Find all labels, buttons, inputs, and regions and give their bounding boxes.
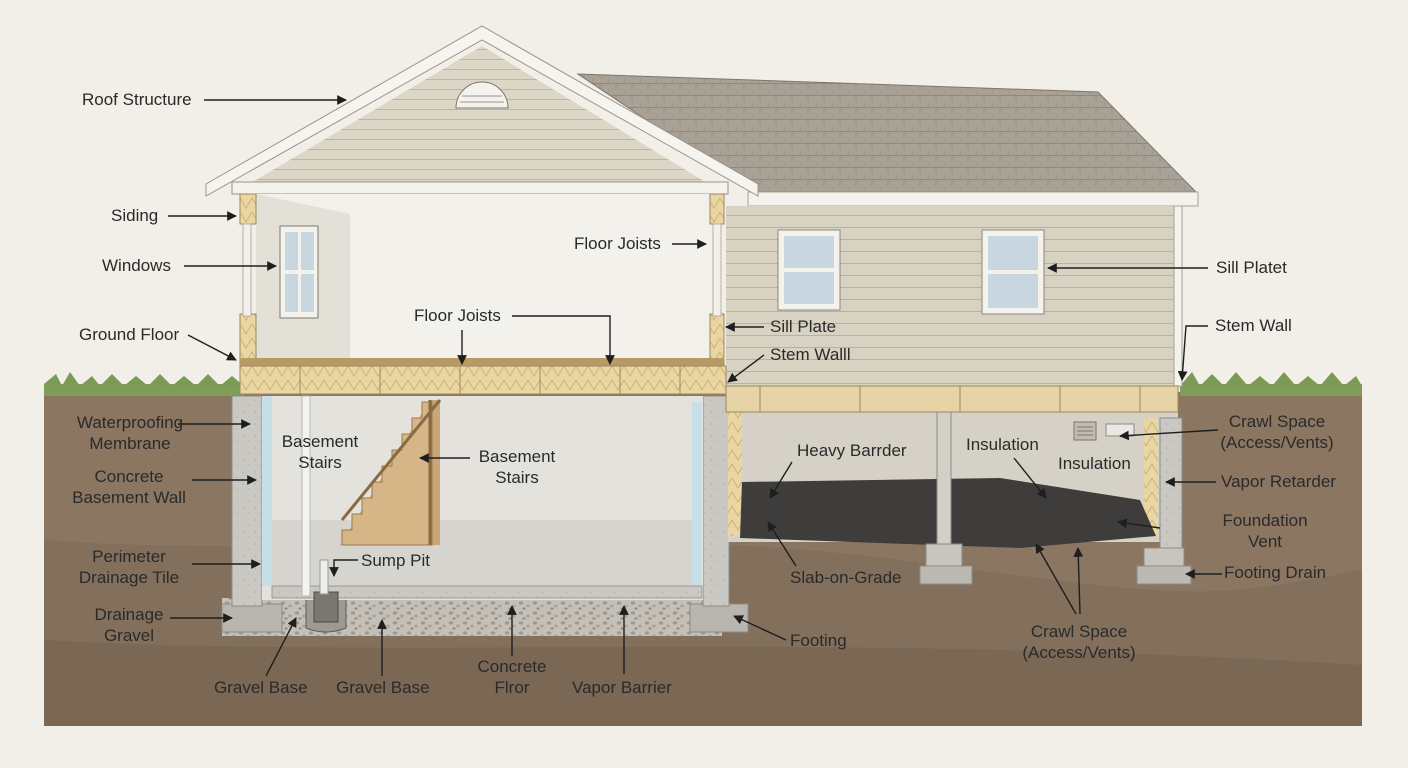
leader-ground-floor: [187, 334, 237, 361]
label-sill-platet: Sill Platet: [1216, 258, 1287, 277]
label-drainage-gravel-line1: Drainage: [94, 605, 164, 624]
sump-pit: [305, 559, 347, 633]
main-house: [205, 25, 759, 395]
label-waterproofing-line1: Waterproofing: [76, 413, 184, 432]
label-foundation-vent-line2: Vent: [1247, 532, 1283, 551]
label-concrete-wall-line1: Concrete: [94, 467, 164, 486]
label-crawl-vents-bottom-line1: Crawl Space: [1030, 622, 1128, 641]
leader-heavy-barrder: [769, 461, 793, 499]
leader-stem-wall-center: [727, 354, 765, 383]
label-crawl-vents-top-line2: (Access/Vents): [1220, 433, 1334, 452]
label-concrete-floor-line2: Flror: [494, 678, 530, 697]
label-ground-floor: Ground Floor: [79, 325, 180, 344]
label-footing-drain: Footing Drain: [1224, 563, 1327, 582]
label-drainage-gravel: Drainage Gravel: [84, 604, 174, 646]
leader-stem-wall-right: [1177, 325, 1208, 381]
label-siding: Siding: [111, 206, 159, 225]
label-waterproofing-line2: Membrane: [89, 434, 171, 453]
label-footing: Footing: [790, 631, 847, 650]
label-basement-stairs-line1: Basement: [478, 447, 556, 466]
label-concrete-floor: Concrete Flror: [470, 656, 554, 698]
leader-insulation-2: [1117, 518, 1161, 529]
leader-footing: [733, 615, 787, 641]
basement-stairs: [340, 399, 442, 546]
label-insulation-2: Insulation: [1058, 454, 1131, 473]
label-floor-joists-upper: Floor Joists: [574, 234, 661, 253]
crawl-space: [728, 411, 1192, 585]
label-vapor-retarder: Vapor Retarder: [1221, 472, 1336, 491]
label-slab-on-grade: Slab-on-Grade: [790, 568, 902, 587]
leader-gravel-base-1: [265, 617, 297, 677]
label-floor-joists-mid: Floor Joists: [414, 306, 501, 325]
label-stem-wall-center: Stem Walll: [770, 345, 851, 364]
basement: [221, 395, 749, 636]
label-basement-stairs-inner: Basement Stairs: [272, 431, 368, 473]
label-perimeter-drainage-tile: Perimeter Drainage Tile: [64, 546, 194, 588]
label-roof-structure: Roof Structure: [82, 90, 192, 109]
label-heavy-barrder: Heavy Barrder: [797, 441, 907, 460]
label-perimeter-line2: Drainage Tile: [78, 568, 180, 587]
label-windows: Windows: [102, 256, 171, 275]
label-drainage-gravel-line2: Gravel: [103, 626, 155, 645]
label-crawl-space-vents-top: Crawl Space (Access/Vents): [1214, 411, 1340, 453]
leader-sump-pit: [329, 559, 358, 577]
label-perimeter-line1: Perimeter: [92, 547, 166, 566]
label-concrete-floor-line1: Concrete: [477, 657, 547, 676]
label-basement-stairs-inner-line2: Stairs: [298, 453, 342, 472]
label-concrete-basement-wall: Concrete Basement Wall: [64, 466, 194, 508]
label-waterproofing-membrane: Waterproofing Membrane: [60, 412, 200, 454]
label-gravel-base-1: Gravel Base: [214, 678, 308, 697]
label-basement-stairs-inner-line1: Basement: [281, 432, 359, 451]
label-basement-stairs: Basement Stairs: [470, 446, 564, 488]
label-insulation-1: Insulation: [966, 435, 1039, 454]
leader-crawl-vents-top: [1119, 429, 1219, 441]
leader-crawl-vents-bottom-2: [1073, 547, 1084, 615]
label-vapor-barrier: Vapor Barrier: [572, 678, 672, 697]
label-concrete-wall-line2: Basement Wall: [72, 488, 186, 507]
label-basement-stairs-line2: Stairs: [495, 468, 539, 487]
label-crawl-vents-bottom-line2: (Access/Vents): [1022, 643, 1136, 662]
label-crawl-space-vents-bottom: Crawl Space (Access/Vents): [1014, 621, 1144, 663]
leader-lines: [168, 95, 1222, 677]
label-gravel-base-2: Gravel Base: [336, 678, 430, 697]
leader-crawl-vents-bottom-1: [1035, 543, 1077, 615]
leader-floor-joists-mid: [512, 315, 615, 365]
label-sill-plate: Sill Plate: [770, 317, 837, 336]
right-wing: [576, 73, 1199, 413]
label-foundation-vent: Foundation Vent: [1212, 510, 1318, 552]
label-foundation-vent-line1: Foundation: [1222, 511, 1308, 530]
leader-slab-on-grade: [767, 521, 797, 567]
label-stem-wall-right: Stem Wall: [1215, 316, 1292, 335]
label-crawl-vents-top-line1: Crawl Space: [1228, 412, 1326, 431]
label-sump-pit: Sump Pit: [361, 551, 430, 570]
leader-insulation-1: [1013, 457, 1047, 499]
